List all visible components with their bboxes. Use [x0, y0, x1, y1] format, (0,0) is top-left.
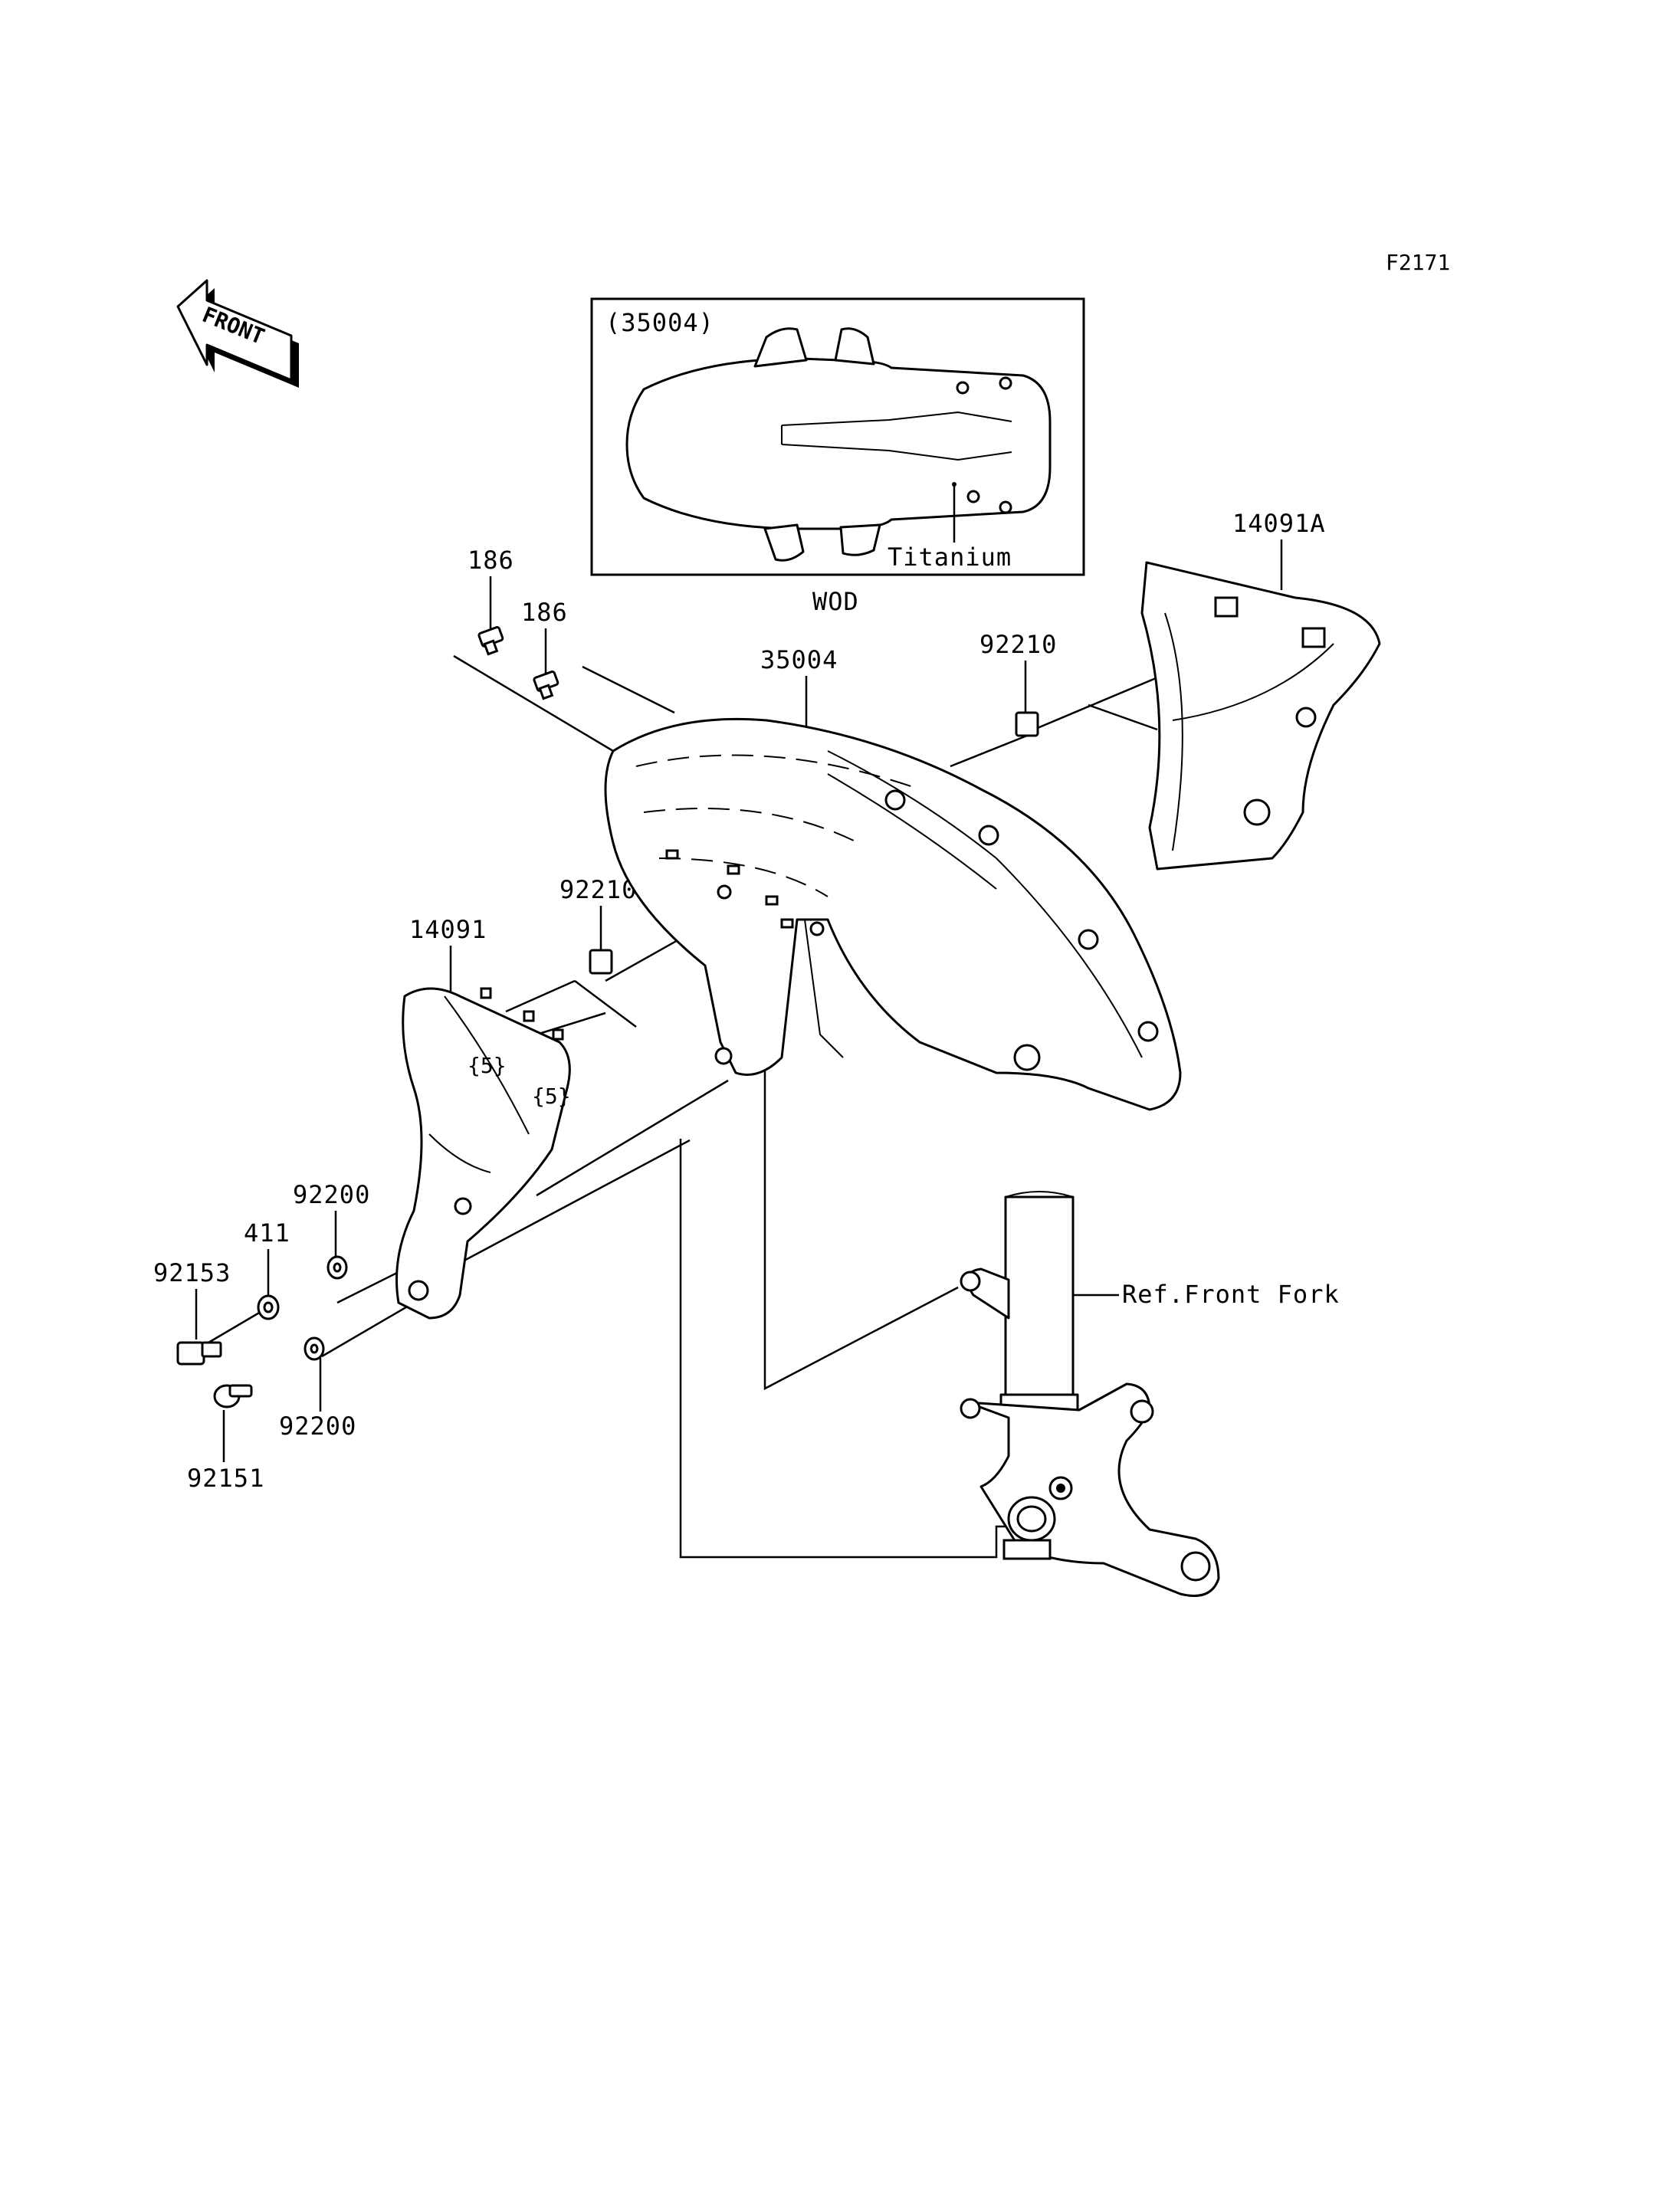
inset-panel: (35004) Titanium: [590, 297, 1085, 576]
assembly-lines: [208, 654, 1166, 1559]
titanium-fender-illustration: [625, 327, 1052, 562]
callout-186-lower: 186: [521, 598, 568, 627]
washer-92200-lower: [304, 1336, 325, 1361]
front-direction-arrow: FRONT: [176, 279, 299, 388]
bolt-92151: [213, 1384, 253, 1408]
callout-92210-right: 92210: [979, 630, 1057, 659]
titanium-label: Titanium: [888, 543, 1012, 572]
inset-part-ref: (35004): [605, 308, 714, 337]
bolt-92153: [176, 1341, 222, 1366]
callout-411: 411: [244, 1218, 290, 1248]
callout-14091: 14091: [409, 915, 487, 944]
callout-leaders: [195, 539, 1283, 1462]
callout-14091a: 14091A: [1232, 509, 1326, 538]
callout-92210-left: 92210: [559, 875, 637, 904]
washer-411: [257, 1294, 280, 1320]
callout-35004: 35004: [760, 645, 838, 674]
svg-text:{5}: {5}: [532, 1084, 571, 1109]
figure-code: F2171: [1386, 250, 1450, 275]
callout-92200-lower: 92200: [279, 1412, 356, 1441]
callout-92200-upper: 92200: [293, 1180, 370, 1209]
front-fender-35004: [604, 717, 1182, 1111]
washer-92200-upper: [326, 1255, 348, 1280]
front-fork-illustration: [960, 1191, 1220, 1597]
callout-186-upper: 186: [468, 546, 514, 575]
fender-cover-14091: {5} {5}: [395, 987, 571, 1320]
callout-92151: 92151: [187, 1464, 264, 1493]
callout-92153: 92153: [153, 1258, 231, 1287]
callout-ref-front-fork: Ref.Front Fork: [1122, 1280, 1340, 1309]
bolt-186-upper: [477, 626, 504, 656]
model-label-wod: WOD: [812, 587, 859, 616]
bolt-186-lower: [533, 671, 559, 700]
fender-cover-14091a: [1140, 561, 1381, 871]
svg-text:{5}: {5}: [468, 1053, 507, 1078]
nut-92210-right: [1015, 711, 1039, 737]
nut-92210-left: [589, 949, 613, 975]
